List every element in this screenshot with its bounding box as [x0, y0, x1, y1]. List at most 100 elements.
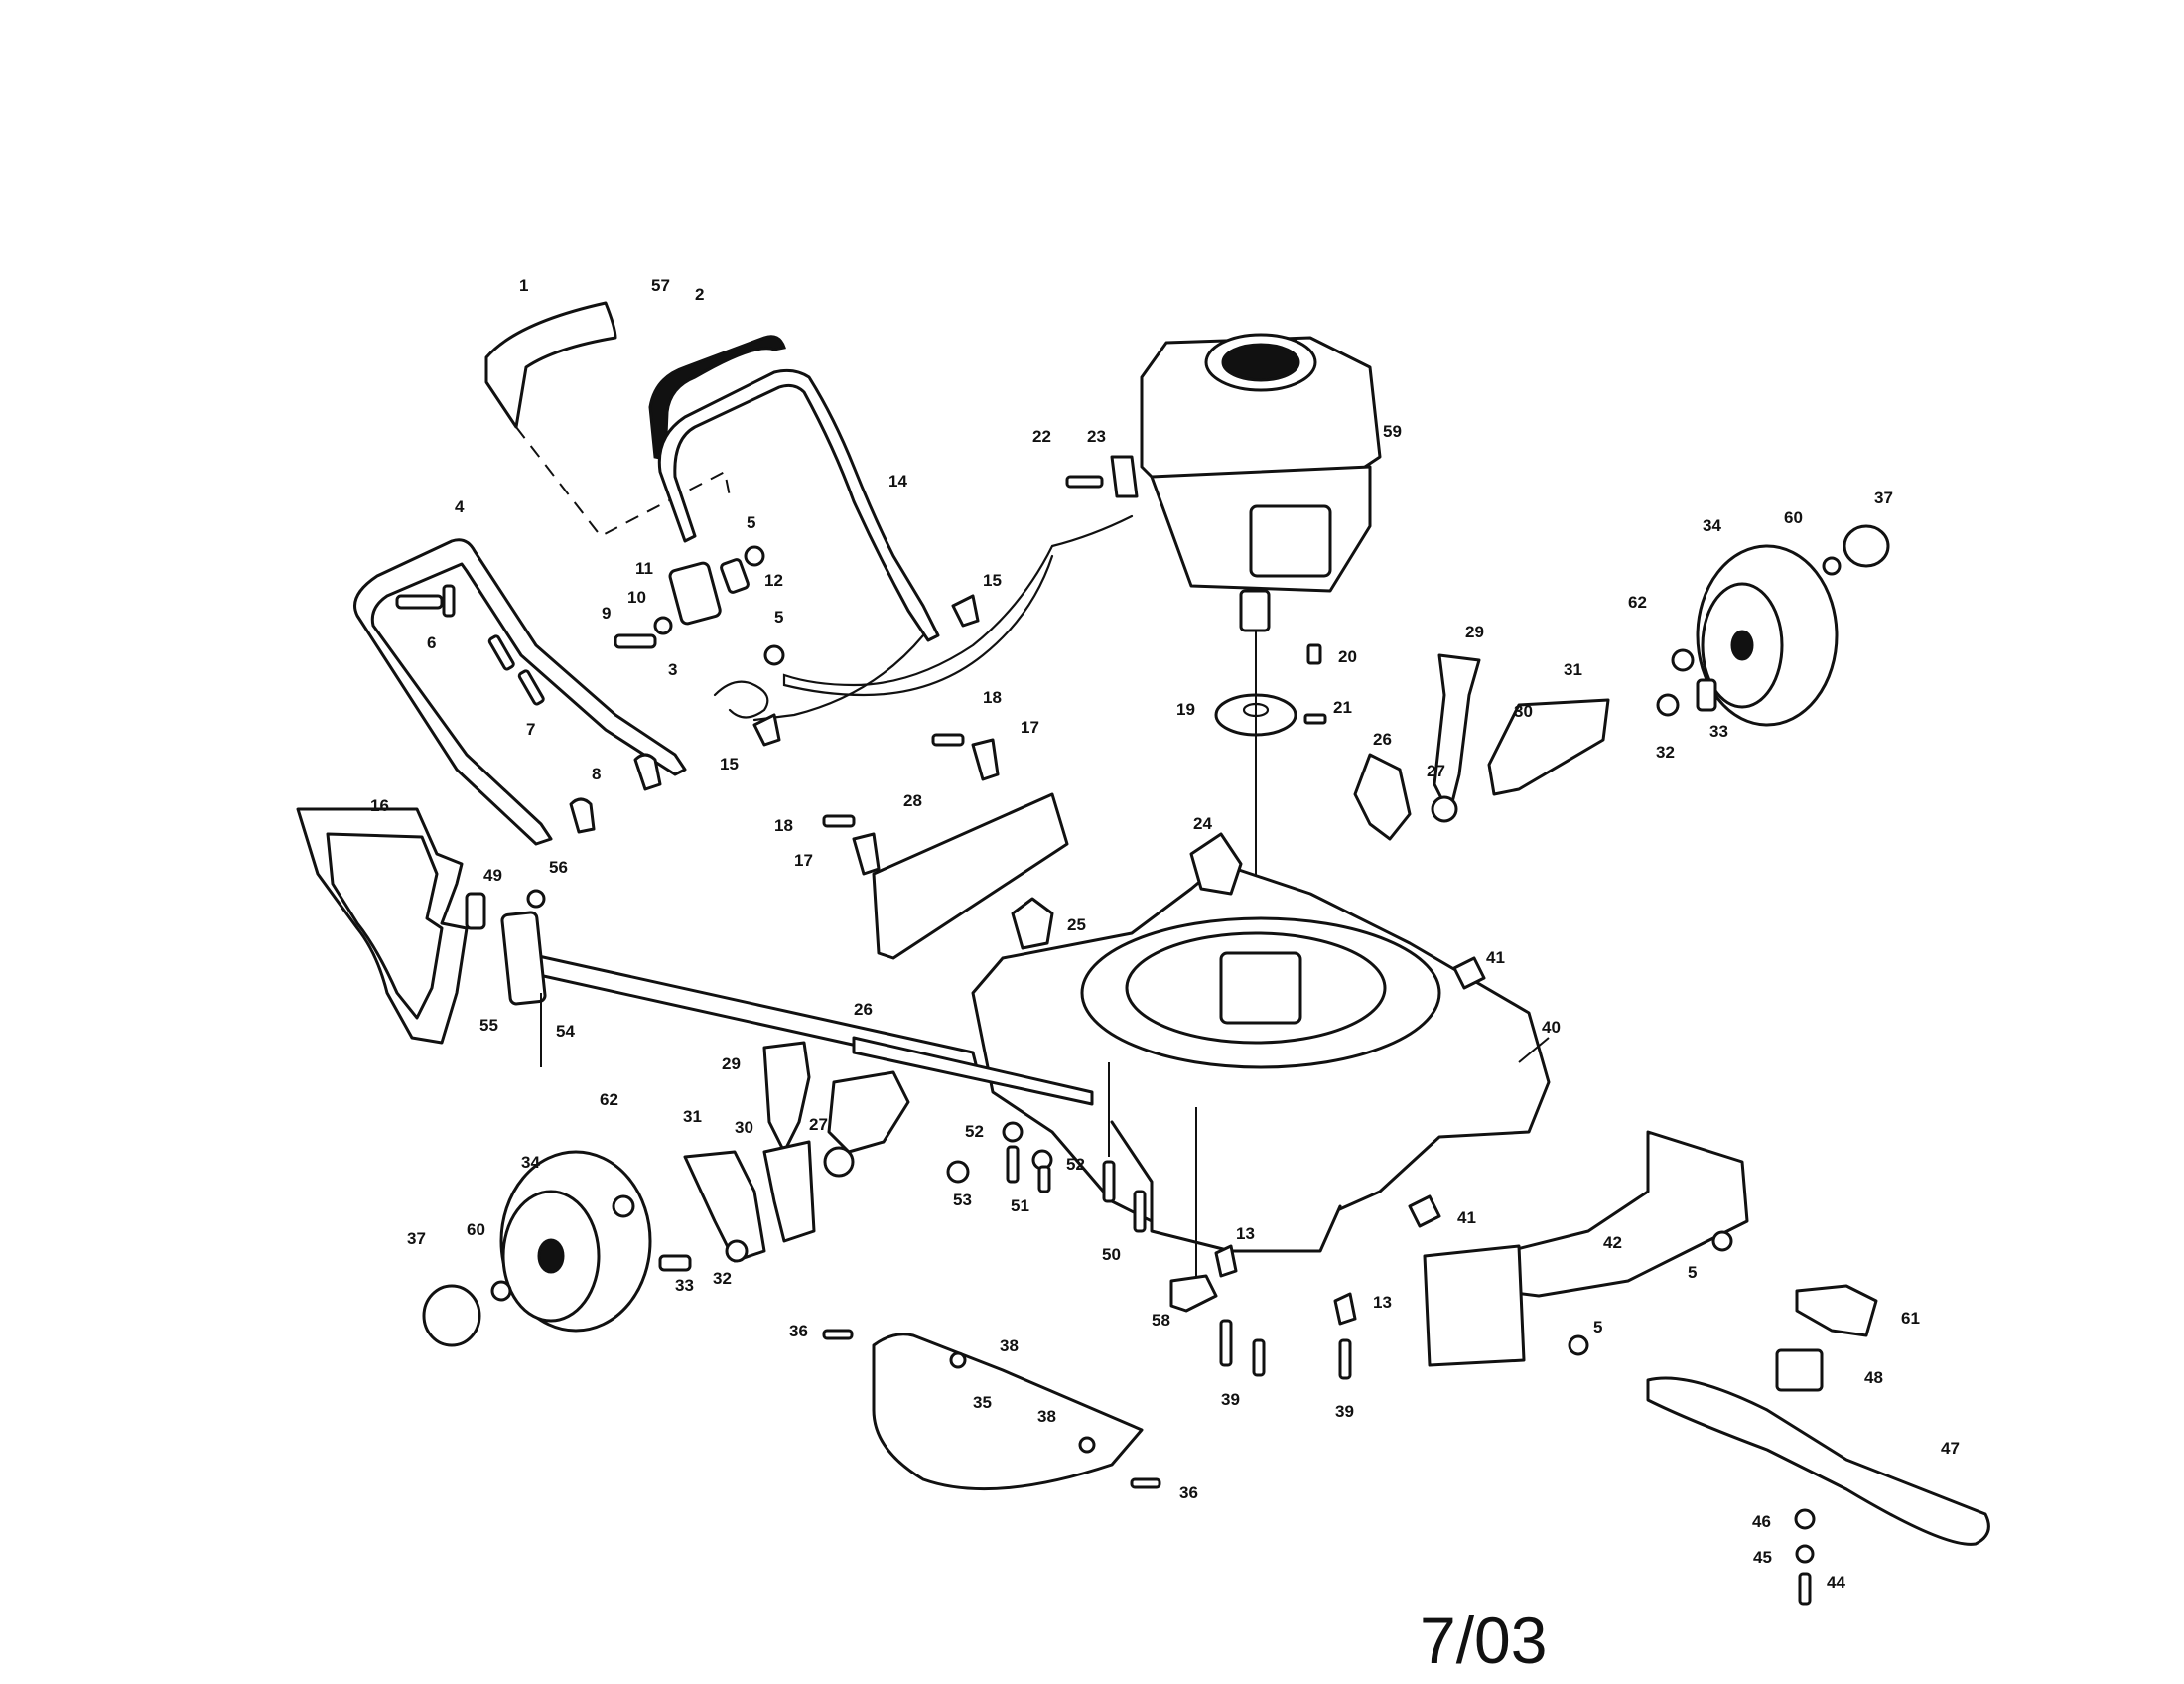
callout-35: 35: [973, 1393, 992, 1412]
nut-5-lower: [1568, 1334, 1589, 1356]
callout-56: 56: [549, 858, 568, 877]
callout-22: 22: [1032, 427, 1051, 446]
callout-11: 11: [635, 559, 653, 578]
callout-20: 20: [1338, 647, 1357, 666]
handle-panel: [484, 301, 731, 538]
bolt-36-upper: [822, 1329, 854, 1340]
nut-60-right: [1822, 556, 1842, 576]
callout-17-1: 17: [1021, 718, 1039, 737]
callout-23: 23: [1087, 427, 1106, 446]
callout-51: 51: [1011, 1196, 1029, 1215]
bail-cable: [752, 633, 925, 722]
callout-30-1: 30: [1514, 702, 1533, 721]
callout-28: 28: [903, 791, 922, 810]
washer-62-left: [612, 1194, 635, 1218]
callout-34-2: 34: [521, 1153, 540, 1172]
washer-62-right: [1671, 648, 1695, 672]
date-code: 7/03: [1420, 1604, 1547, 1677]
callout-5-2: 5: [774, 608, 783, 627]
callout-31-2: 31: [683, 1107, 702, 1126]
callout-37-1: 37: [1874, 489, 1893, 507]
callout-1: 1: [519, 276, 528, 295]
callout-37-2: 37: [407, 1229, 426, 1248]
callout-8: 8: [592, 765, 601, 783]
rear-baffle: [872, 792, 1069, 960]
callout-19: 19: [1176, 700, 1195, 719]
callout-59: 59: [1383, 422, 1402, 441]
bolt-39c: [1338, 1338, 1352, 1380]
callout-48: 48: [1864, 1368, 1883, 1387]
callout-39-1: 39: [1221, 1390, 1240, 1409]
handle-hardware: [395, 584, 545, 706]
clip-13-right: [1333, 1292, 1357, 1326]
callout-55: 55: [479, 1016, 498, 1035]
callout-46: 46: [1752, 1512, 1771, 1531]
label-58: [1169, 1274, 1218, 1313]
callout-62-2: 62: [600, 1090, 618, 1109]
spring-clip: [713, 680, 769, 719]
cable-clip-upper: [951, 594, 980, 628]
callout-10: 10: [627, 588, 646, 607]
nut-38-lower: [1078, 1436, 1096, 1454]
upper-handle: [657, 368, 940, 642]
axle-bracket: [500, 911, 547, 1006]
callout-29-2: 29: [722, 1054, 741, 1073]
bolt-50a: [1102, 1160, 1116, 1203]
nut-38-upper: [949, 1351, 967, 1369]
callout-60-1: 60: [1784, 508, 1803, 527]
blade-stiffener: [1795, 1284, 1878, 1337]
callout-12: 12: [764, 571, 783, 590]
callout-33-2: 33: [675, 1276, 694, 1295]
bolt-33-right: [1696, 678, 1717, 712]
callout-47: 47: [1941, 1439, 1960, 1458]
callout-45: 45: [1753, 1548, 1772, 1567]
callout-30-2: 30: [735, 1118, 753, 1137]
callout-31-1: 31: [1564, 660, 1582, 679]
callout-13-1: 13: [1236, 1224, 1255, 1243]
bracket-23: [1110, 455, 1139, 498]
callout-40: 40: [1542, 1018, 1561, 1037]
clip-41-lower: [1408, 1194, 1441, 1228]
callout-34-1: 34: [1703, 516, 1721, 535]
bolt-50b: [1133, 1190, 1147, 1233]
callout-17-2: 17: [794, 851, 813, 870]
callout-52-2: 52: [1066, 1155, 1085, 1174]
callout-13-2: 13: [1373, 1293, 1392, 1312]
nut-56: [526, 889, 546, 909]
mower-blade: [1646, 1376, 1990, 1546]
nut-60-left: [490, 1280, 512, 1302]
callout-27-2: 27: [809, 1115, 828, 1134]
callout-44: 44: [1827, 1573, 1845, 1592]
callout-41-1: 41: [1486, 948, 1505, 967]
bolt-36-lower: [1130, 1477, 1161, 1489]
callout-62-1: 62: [1628, 593, 1647, 612]
callout-32-1: 32: [1656, 743, 1675, 762]
callout-27-1: 27: [1427, 762, 1445, 780]
callout-60-2: 60: [467, 1220, 485, 1239]
throttle-cable: [782, 514, 1134, 697]
callout-21: 21: [1333, 698, 1352, 717]
discharge-chute: [1423, 1130, 1749, 1367]
washer-52-left: [1002, 1121, 1024, 1143]
callout-38-1: 38: [1000, 1336, 1019, 1355]
callout-29-1: 29: [1465, 623, 1484, 641]
baffle-bracket-lower: [852, 832, 881, 876]
callout-36-1: 36: [789, 1322, 808, 1340]
washer-32-right: [1656, 693, 1680, 717]
callout-32-2: 32: [713, 1269, 732, 1288]
callout-14: 14: [888, 472, 907, 491]
callout-61: 61: [1901, 1309, 1920, 1328]
height-adjuster-left: [683, 1041, 910, 1263]
wheel-left: [499, 1150, 652, 1333]
clip-41-upper: [1452, 956, 1486, 990]
bolt-18-lower: [822, 814, 856, 828]
wheel-right: [1696, 544, 1839, 727]
callout-42: 42: [1603, 1233, 1622, 1252]
callout-18-1: 18: [983, 688, 1002, 707]
bolt-44: [1798, 1572, 1812, 1606]
callout-18-2: 18: [774, 816, 793, 835]
handle-knob: [633, 753, 662, 791]
callout-3: 3: [668, 660, 677, 679]
bolt-52: [1037, 1165, 1051, 1193]
